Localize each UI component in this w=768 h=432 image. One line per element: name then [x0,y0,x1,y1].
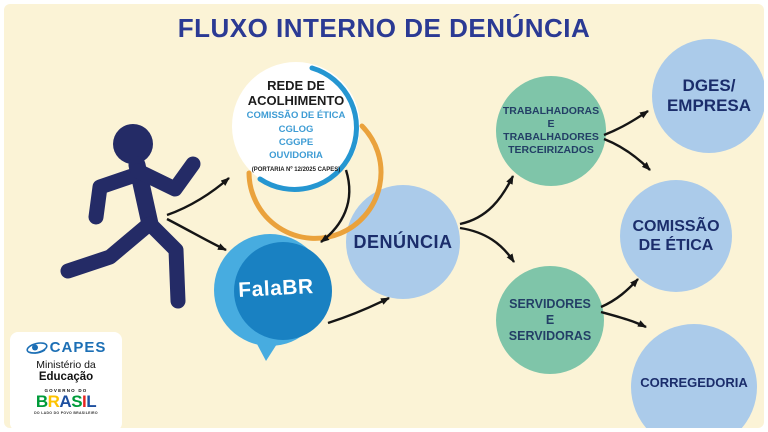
brasil-letter: I [82,392,87,411]
rede-item: CGLOG [278,123,314,135]
node-servidores: SERVIDORES E SERVIDORAS [496,266,604,374]
rede-item: CGGPE [278,136,314,148]
node-line: COMISSÃO [632,217,720,235]
rede-item: COMISSÃO DE ÉTICA [246,110,346,122]
node-denuncia-label: DENÚNCIA [353,231,453,252]
brasil-logo: BRASIL [35,392,97,411]
node-line: EMPRESA [666,96,752,115]
capes-eye-icon [26,341,48,354]
arrow-person-to-rede [166,177,230,217]
falabr-wordmark: FalaBR [237,275,315,302]
ministry-label: Ministério da [36,359,96,371]
node-line: TRABALHADORES [503,131,599,143]
arrow-terceirizados-to-dges [603,110,649,137]
arrow-denuncia-to-servidores [459,226,515,263]
brasil-letter: S [71,392,83,411]
arrow-falabr-to-denuncia [327,296,390,325]
arrow-terceirizados-to-comissao [603,137,651,171]
node-line: TERCEIRIZADOS [508,144,594,157]
government-logos-block: CAPES Ministério da Educação GOVERNO DO … [10,332,122,428]
node-corregedoria: CORREGEDORIA [631,324,757,428]
brasil-tagline: DO LADO DO POVO BRASILEIRO [34,411,98,415]
rede-portaria-note: (PORTARIA Nº 12/2025 CAPES) [251,166,341,173]
brasil-letter: A [59,392,72,411]
brasil-letter: L [86,392,97,411]
capes-wordmark: CAPES [49,339,107,356]
rede-item: OUVIDORIA [269,150,323,162]
page-title: FLUXO INTERNO DE DENÚNCIA [177,13,591,43]
node-line: DGES/ [682,75,736,95]
node-line: SERVIDORAS [508,329,592,344]
running-person-icon [60,124,201,309]
node-line: SERVIDORES [509,296,591,311]
arrow-denuncia-to-terceirizados [459,175,515,226]
arrow-person-to-falabr [166,217,227,252]
capes-logo: CAPES [26,339,107,356]
brasil-letter: R [47,392,60,411]
node-line: E [545,312,555,327]
node-trabalhadores-terceirizados: TRABALHADORAS E TRABALHADORES TERCEIRIZA… [496,76,606,186]
brasil-letter: B [35,392,48,411]
node-comissao-de-etica: COMISSÃO DE ÉTICA [620,180,732,292]
node-line: E [547,117,555,130]
arrow-servidores-to-corregedoria [600,310,647,329]
node-line: TRABALHADORAS [502,104,600,117]
rede-title-line: ACOLHIMENTO [247,93,345,109]
node-line: CORREGEDORIA [640,374,748,390]
governo-do-label: GOVERNO DO [44,388,88,393]
ministry-label-bold: Educação [38,371,94,383]
node-rede-de-acolhimento: REDE DE ACOLHIMENTO COMISSÃO DE ÉTICA CG… [234,64,358,188]
node-denuncia: DENÚNCIA [346,185,460,299]
node-dges-empresa: DGES/ EMPRESA [652,39,764,153]
arrow-servidores-to-comissao [600,278,639,309]
node-line: DE ÉTICA [638,237,714,254]
rede-title-line: REDE DE [267,78,325,94]
